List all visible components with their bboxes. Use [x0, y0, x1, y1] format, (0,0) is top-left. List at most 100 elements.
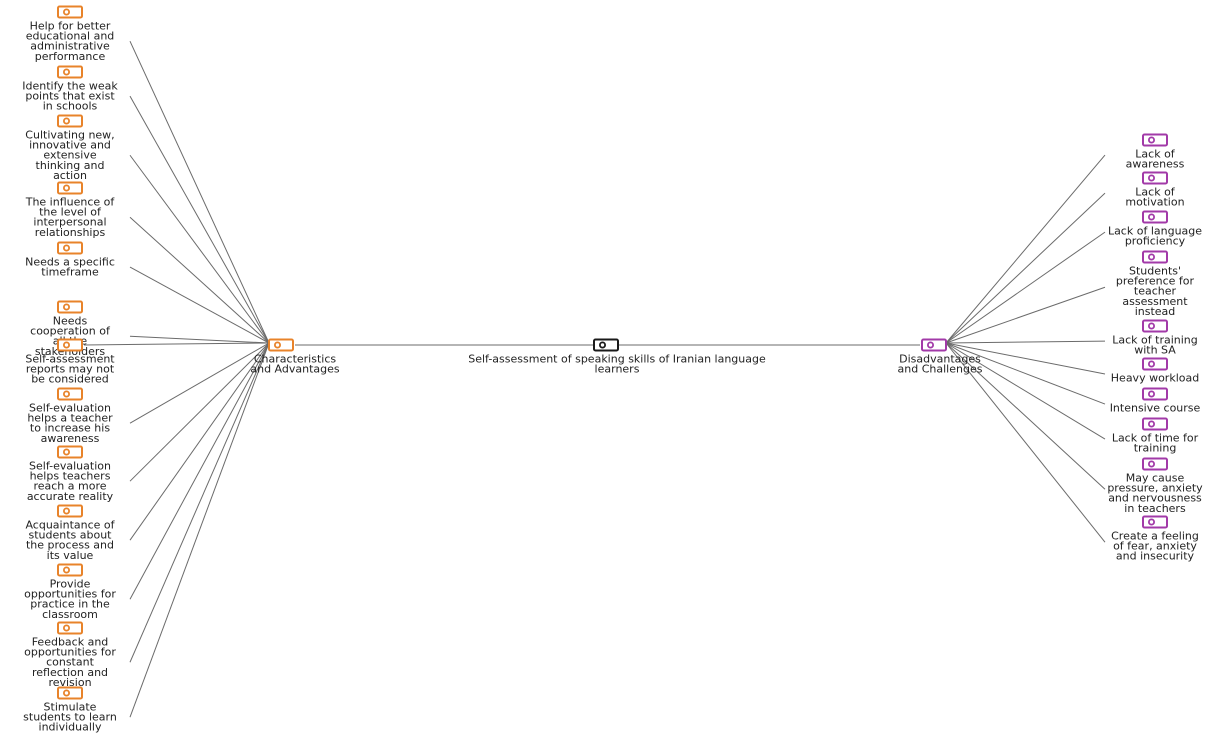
- left-leaf-label-line: helps a teacher: [27, 412, 113, 425]
- left-leaf-label-line: revision: [48, 676, 91, 689]
- right-leaf-label-line: Lack of: [1135, 148, 1176, 161]
- left-leaf-label-line: to increase his: [30, 422, 110, 435]
- left-leaf-label-line: students to learn: [23, 711, 117, 724]
- code-node-icon: [1142, 210, 1168, 224]
- left-leaf-label-line: individually: [39, 721, 102, 734]
- code-node-icon: [57, 686, 83, 700]
- edge-left-0: [129, 40, 270, 344]
- left-leaf-label-line: the level of: [39, 206, 102, 219]
- right-leaf-label: Intensive course: [1110, 402, 1201, 415]
- code-node-icon: [57, 563, 83, 577]
- right-leaf-label-line: Intensive course: [1110, 402, 1201, 415]
- left-leaf-label-line: Provide: [50, 578, 91, 591]
- left-leaf-label-line: Stimulate: [44, 701, 97, 714]
- left-leaf-label-line: innovative and: [29, 139, 111, 152]
- left-leaf-label-line: the process and: [26, 539, 114, 552]
- left-leaf-label-line: Feedback and: [32, 636, 109, 649]
- left-leaf-label-line: extensive: [43, 149, 96, 162]
- edge-left-2: [129, 154, 270, 344]
- edge-left-3: [129, 216, 270, 344]
- right-leaf-label-line: Lack of training: [1112, 334, 1198, 347]
- left-leaf-label-line: Cultivating new,: [25, 129, 114, 142]
- code-node-icon: [57, 181, 83, 195]
- code-node-icon: [1142, 250, 1168, 264]
- right-leaf-label-line: motivation: [1125, 196, 1184, 209]
- code-node-icon: [57, 387, 83, 401]
- right-leaf-label-line: May cause: [1126, 472, 1185, 485]
- left-leaf-label-line: Acquaintance of: [25, 519, 115, 532]
- left-leaf-label-line: Self-assessment: [25, 353, 115, 366]
- left-leaf-label-line: opportunities for: [24, 646, 116, 659]
- right-leaf-label-line: teacher: [1134, 285, 1177, 298]
- code-node-icon: [57, 621, 83, 635]
- left-leaf-label-line: reflection and: [32, 666, 108, 679]
- right-leaf-label-line: Heavy workload: [1111, 372, 1199, 385]
- left-leaf-label-line: in schools: [43, 100, 98, 113]
- code-node-icon: [1142, 387, 1168, 401]
- left-leaf-label-line: practice in the: [30, 598, 110, 611]
- code-node-icon: [57, 338, 83, 352]
- code-node-icon: [57, 5, 83, 19]
- left-leaf-label-line: educational and: [26, 30, 115, 43]
- edge-left-10: [129, 342, 270, 600]
- edge-left-11: [129, 342, 270, 663]
- edge-right-2: [945, 231, 1106, 344]
- right-hub-icon: [921, 338, 947, 352]
- central-node-icon: [593, 338, 619, 352]
- left-leaf-label-line: Identify the weak: [22, 80, 118, 93]
- right-leaf-label-line: Create a feeling: [1111, 530, 1199, 543]
- code-node-icon: [57, 114, 83, 128]
- left-leaf-label-line: be considered: [31, 373, 109, 386]
- right-leaf-label-line: and nervousness: [1108, 492, 1202, 505]
- code-node-icon: [57, 300, 83, 314]
- right-leaf-label-line: pressure, anxiety: [1107, 482, 1203, 495]
- edge-right-4: [945, 340, 1106, 344]
- code-node-icon: [1142, 133, 1168, 147]
- left-leaf-label-line: action: [53, 169, 87, 182]
- left-leaf-label-line: awareness: [41, 432, 100, 445]
- right-leaf-label-line: Lack of time for: [1112, 432, 1199, 445]
- central-node-label: Self-assessment of speaking skills of Ir…: [468, 353, 766, 376]
- right-leaf-label-line: Students': [1129, 265, 1181, 278]
- right-leaf-label-line: and insecurity: [1116, 550, 1195, 563]
- central-node-label-line: Self-assessment of speaking skills of Ir…: [468, 353, 766, 366]
- left-leaf-label-line: Help for better: [30, 20, 111, 33]
- edge-left-5: [129, 335, 270, 344]
- code-node-icon: [1142, 515, 1168, 529]
- edge-left-12: [129, 342, 270, 718]
- left-leaf-label-line: its value: [47, 549, 94, 562]
- right-leaf-label-line: training: [1134, 442, 1177, 455]
- left-leaf-label-line: Needs a specific: [25, 256, 115, 269]
- edge-left-6: [83, 342, 270, 346]
- code-node-icon: [1142, 457, 1168, 471]
- left-hub-label-line: and Advantages: [250, 363, 340, 376]
- left-leaf-label-line: timeframe: [41, 266, 99, 279]
- left-hub-label-line: Characteristics: [254, 353, 337, 366]
- edge-right-7: [945, 342, 1106, 440]
- code-node-icon: [57, 445, 83, 459]
- left-leaf-label-line: cooperation of: [30, 325, 111, 338]
- left-hub-icon: [268, 338, 294, 352]
- left-leaf-label-line: opportunities for: [24, 588, 116, 601]
- left-leaf-label-line: interpersonal: [33, 216, 106, 229]
- code-node-icon: [57, 65, 83, 79]
- left-leaf-label-line: students about: [28, 529, 112, 542]
- edge-right-8: [945, 342, 1106, 490]
